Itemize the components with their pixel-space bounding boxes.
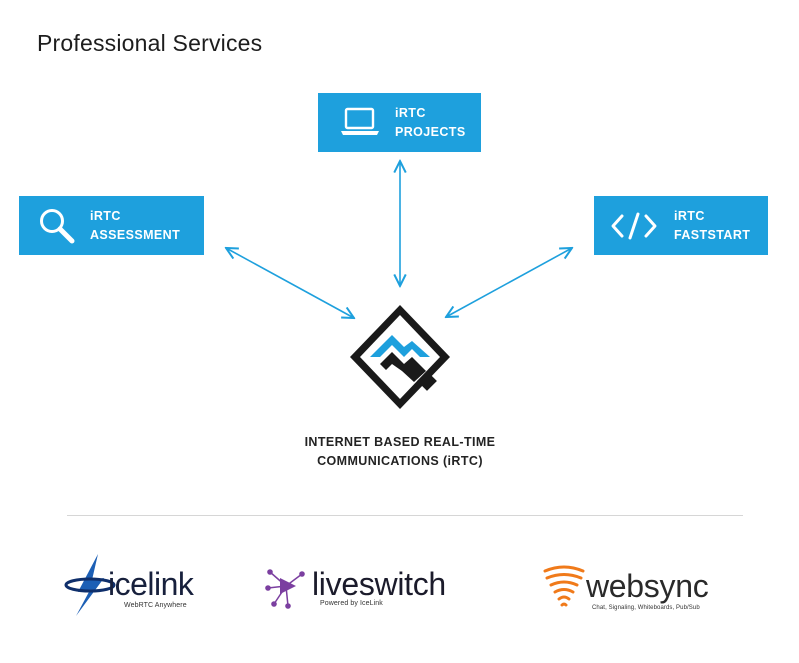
liveswitch-logo[interactable]: liveswitch Powered by IceLink: [262, 558, 502, 618]
icelink-wordmark: icelink: [108, 566, 194, 602]
icelink-tagline: WebRTC Anywhere: [124, 602, 187, 609]
center-caption: INTERNET BASED REAL-TIME COMMUNICATIONS …: [250, 433, 550, 471]
service-label-line2: FASTSTART: [674, 228, 751, 242]
service-box-assessment[interactable]: iRTC ASSESSMENT: [19, 196, 204, 255]
laptop-icon: [340, 106, 380, 143]
divider: [67, 515, 743, 516]
irtc-logo: [340, 302, 460, 422]
service-label-line1: iRTC: [90, 209, 121, 223]
arrow-assessment: [226, 248, 354, 318]
websync-logo[interactable]: websync Chat, Signaling, Whiteboards, Pu…: [540, 563, 750, 623]
websync-wordmark: websync: [586, 568, 709, 604]
caption-line2: COMMUNICATIONS (iRTC): [317, 454, 483, 468]
caption-line1: INTERNET BASED REAL-TIME: [304, 435, 496, 449]
arrow-faststart: [446, 248, 572, 317]
service-label-projects: iRTC PROJECTS: [395, 104, 466, 142]
icelink-swoosh-icon: [64, 552, 116, 623]
service-label-line1: iRTC: [395, 106, 426, 120]
service-label-line1: iRTC: [674, 209, 705, 223]
code-brackets-icon: [610, 210, 658, 247]
websync-tornado-icon: [542, 565, 586, 616]
service-label-assessment: iRTC ASSESSMENT: [90, 207, 180, 245]
magnifier-icon: [37, 207, 77, 250]
liveswitch-network-icon: [264, 566, 308, 615]
icelink-logo[interactable]: icelink WebRTC Anywhere: [60, 550, 220, 620]
service-box-projects[interactable]: iRTC PROJECTS: [318, 93, 481, 152]
liveswitch-wordmark: liveswitch: [312, 566, 446, 602]
page-title: Professional Services: [37, 30, 263, 56]
websync-tagline: Chat, Signaling, Whiteboards, Pub/Sub: [592, 605, 700, 611]
liveswitch-tagline: Powered by IceLink: [320, 600, 383, 607]
service-box-faststart[interactable]: iRTC FASTSTART: [594, 196, 768, 255]
service-label-line2: ASSESSMENT: [90, 228, 181, 242]
service-label-line2: PROJECTS: [395, 125, 466, 139]
service-label-faststart: iRTC FASTSTART: [674, 207, 750, 245]
